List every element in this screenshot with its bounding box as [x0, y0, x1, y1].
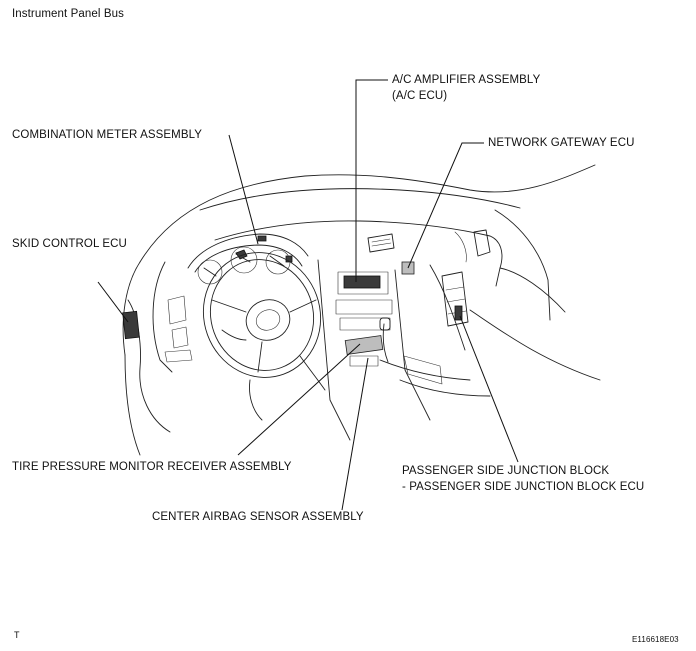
leader-network-gateway: [407, 142, 484, 269]
leader-tire-pressure: [237, 343, 361, 456]
label-junction-block-ecu: - PASSENGER SIDE JUNCTION BLOCK ECU: [402, 481, 645, 493]
right-vent: [473, 229, 491, 257]
dashboard-shelf-outline: [214, 220, 491, 241]
ac-panel: [337, 271, 389, 295]
steering-wheel-outer: [202, 252, 322, 378]
label-ac-amplifier: A/C AMPLIFIER ASSEMBLY: [392, 74, 541, 86]
left-door-outline: [122, 261, 141, 356]
leader-center-airbag: [341, 357, 369, 511]
label-ac-ecu: (A/C ECU): [392, 90, 448, 102]
cluster-hood: [187, 233, 309, 269]
label-center-airbag: CENTER AIRBAG SENSOR ASSEMBLY: [152, 511, 364, 523]
windshield-lower-edge: [199, 188, 521, 211]
passenger-dash-outline: [494, 209, 551, 321]
dashboard-top-outline: [139, 164, 596, 263]
passenger-junction-block-component: [441, 271, 469, 327]
steering-wheel-hub: [245, 299, 291, 341]
leader-ac-amplifier: [355, 79, 388, 282]
center-vent: [367, 233, 395, 253]
tire-pressure-receiver-component: [344, 335, 384, 355]
figure-code: E116618E03: [632, 635, 679, 644]
leader-combination-meter: [228, 134, 259, 245]
label-skid-control: SKID CONTROL ECU: [12, 238, 127, 250]
label-network-gateway: NETWORK GATEWAY ECU: [488, 137, 635, 149]
leader-junction-block: [459, 315, 519, 463]
label-tire-pressure: TIRE PRESSURE MONITOR RECEIVER ASSEMBLY: [12, 461, 292, 473]
ac-amplifier-component: [343, 275, 381, 289]
footer-left-mark: T: [14, 630, 20, 640]
page-title: Instrument Panel Bus: [12, 8, 124, 20]
gear-shifter: [382, 323, 389, 363]
center-console: [317, 259, 351, 441]
skid-control-ecu-component: [122, 310, 140, 340]
label-junction-block: PASSENGER SIDE JUNCTION BLOCK: [402, 465, 610, 477]
leader-skid-control: [97, 281, 129, 323]
label-combination-meter: COMBINATION METER ASSEMBLY: [12, 129, 203, 141]
